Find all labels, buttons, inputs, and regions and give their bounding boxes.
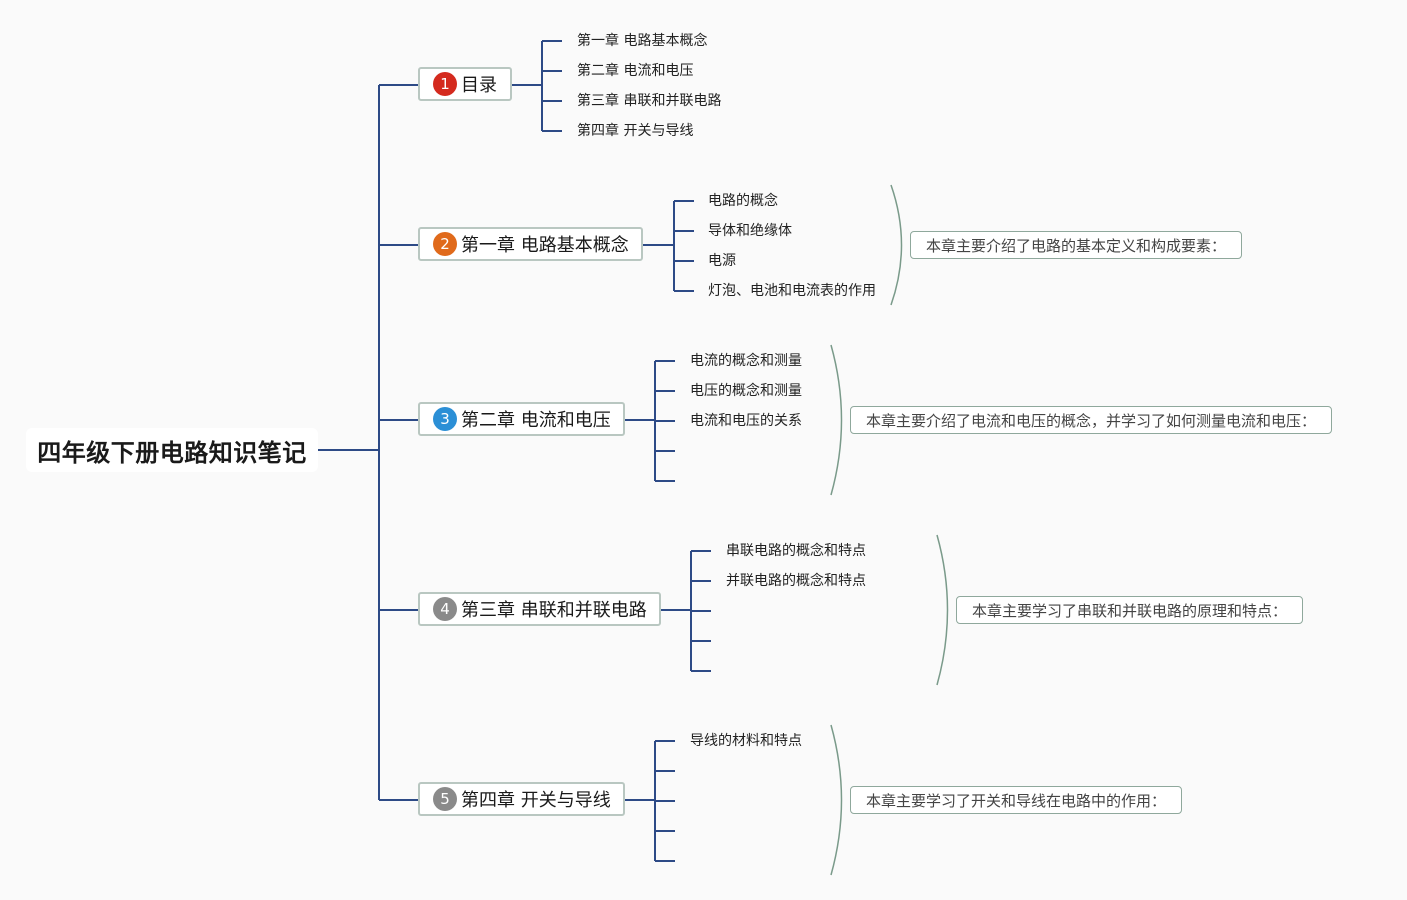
subtopic[interactable]: 导体和绝缘体 (708, 223, 792, 239)
branch-5-topic[interactable]: 5 第四章 开关与导线 (418, 782, 625, 816)
subtopic[interactable]: 电流的概念和测量 (690, 353, 802, 369)
summary-brace (830, 344, 843, 496)
summary-callout[interactable]: 本章主要介绍了电路的基本定义和构成要素： (910, 231, 1243, 259)
summary-text: 本章主要介绍了电路的基本定义和构成要素： (926, 236, 1227, 255)
number-badge-icon: 4 (433, 597, 457, 621)
root-title: 四年级下册电路知识笔记 (37, 438, 307, 467)
branch-label: 第二章 电流和电压 (461, 410, 611, 431)
subtopic[interactable]: 第三章 串联和并联电路 (577, 93, 722, 109)
subtopic[interactable]: 电源 (708, 253, 736, 269)
subtopic[interactable]: 灯泡、电池和电流表的作用 (708, 283, 876, 299)
branch-4-topic[interactable]: 4 第三章 串联和并联电路 (418, 592, 661, 626)
root-topic[interactable]: 四年级下册电路知识笔记 (26, 428, 318, 472)
subtopic[interactable]: 导线的材料和特点 (690, 733, 802, 749)
subtopic[interactable]: 第二章 电流和电压 (577, 63, 694, 79)
branch-2-topic[interactable]: 2 第一章 电路基本概念 (418, 227, 643, 261)
subtopic[interactable]: 串联电路的概念和特点 (726, 543, 866, 559)
branch-label: 第三章 串联和并联电路 (461, 600, 647, 621)
number-badge-icon: 1 (433, 72, 457, 96)
branch-3-topic[interactable]: 3 第二章 电流和电压 (418, 402, 625, 436)
branch-label: 第一章 电路基本概念 (461, 235, 629, 256)
summary-callout[interactable]: 本章主要学习了开关和导线在电路中的作用： (850, 786, 1183, 814)
summary-text: 本章主要介绍了电流和电压的概念，并学习了如何测量电流和电压： (866, 411, 1317, 430)
number-badge-icon: 2 (433, 232, 457, 256)
subtopic[interactable]: 电压的概念和测量 (690, 383, 802, 399)
subtopic[interactable]: 并联电路的概念和特点 (726, 573, 866, 589)
summary-callout[interactable]: 本章主要学习了串联和并联电路的原理和特点： (956, 596, 1304, 624)
summary-callout[interactable]: 本章主要介绍了电流和电压的概念，并学习了如何测量电流和电压： (850, 406, 1333, 434)
summary-brace (830, 724, 843, 876)
branch-1-topic[interactable]: 1 目录 (418, 67, 512, 101)
subtopic[interactable]: 第一章 电路基本概念 (577, 33, 708, 49)
branch-label: 第四章 开关与导线 (461, 790, 611, 811)
number-badge-icon: 3 (433, 407, 457, 431)
summary-brace (936, 534, 949, 686)
subtopic[interactable]: 电流和电压的关系 (690, 413, 802, 429)
branch-label: 目录 (461, 75, 497, 96)
summary-text: 本章主要学习了开关和导线在电路中的作用： (866, 791, 1167, 810)
subtopic[interactable]: 电路的概念 (708, 193, 778, 209)
summary-text: 本章主要学习了串联和并联电路的原理和特点： (972, 601, 1288, 620)
subtopic[interactable]: 第四章 开关与导线 (577, 123, 694, 139)
number-badge-icon: 5 (433, 787, 457, 811)
summary-brace (890, 184, 903, 306)
